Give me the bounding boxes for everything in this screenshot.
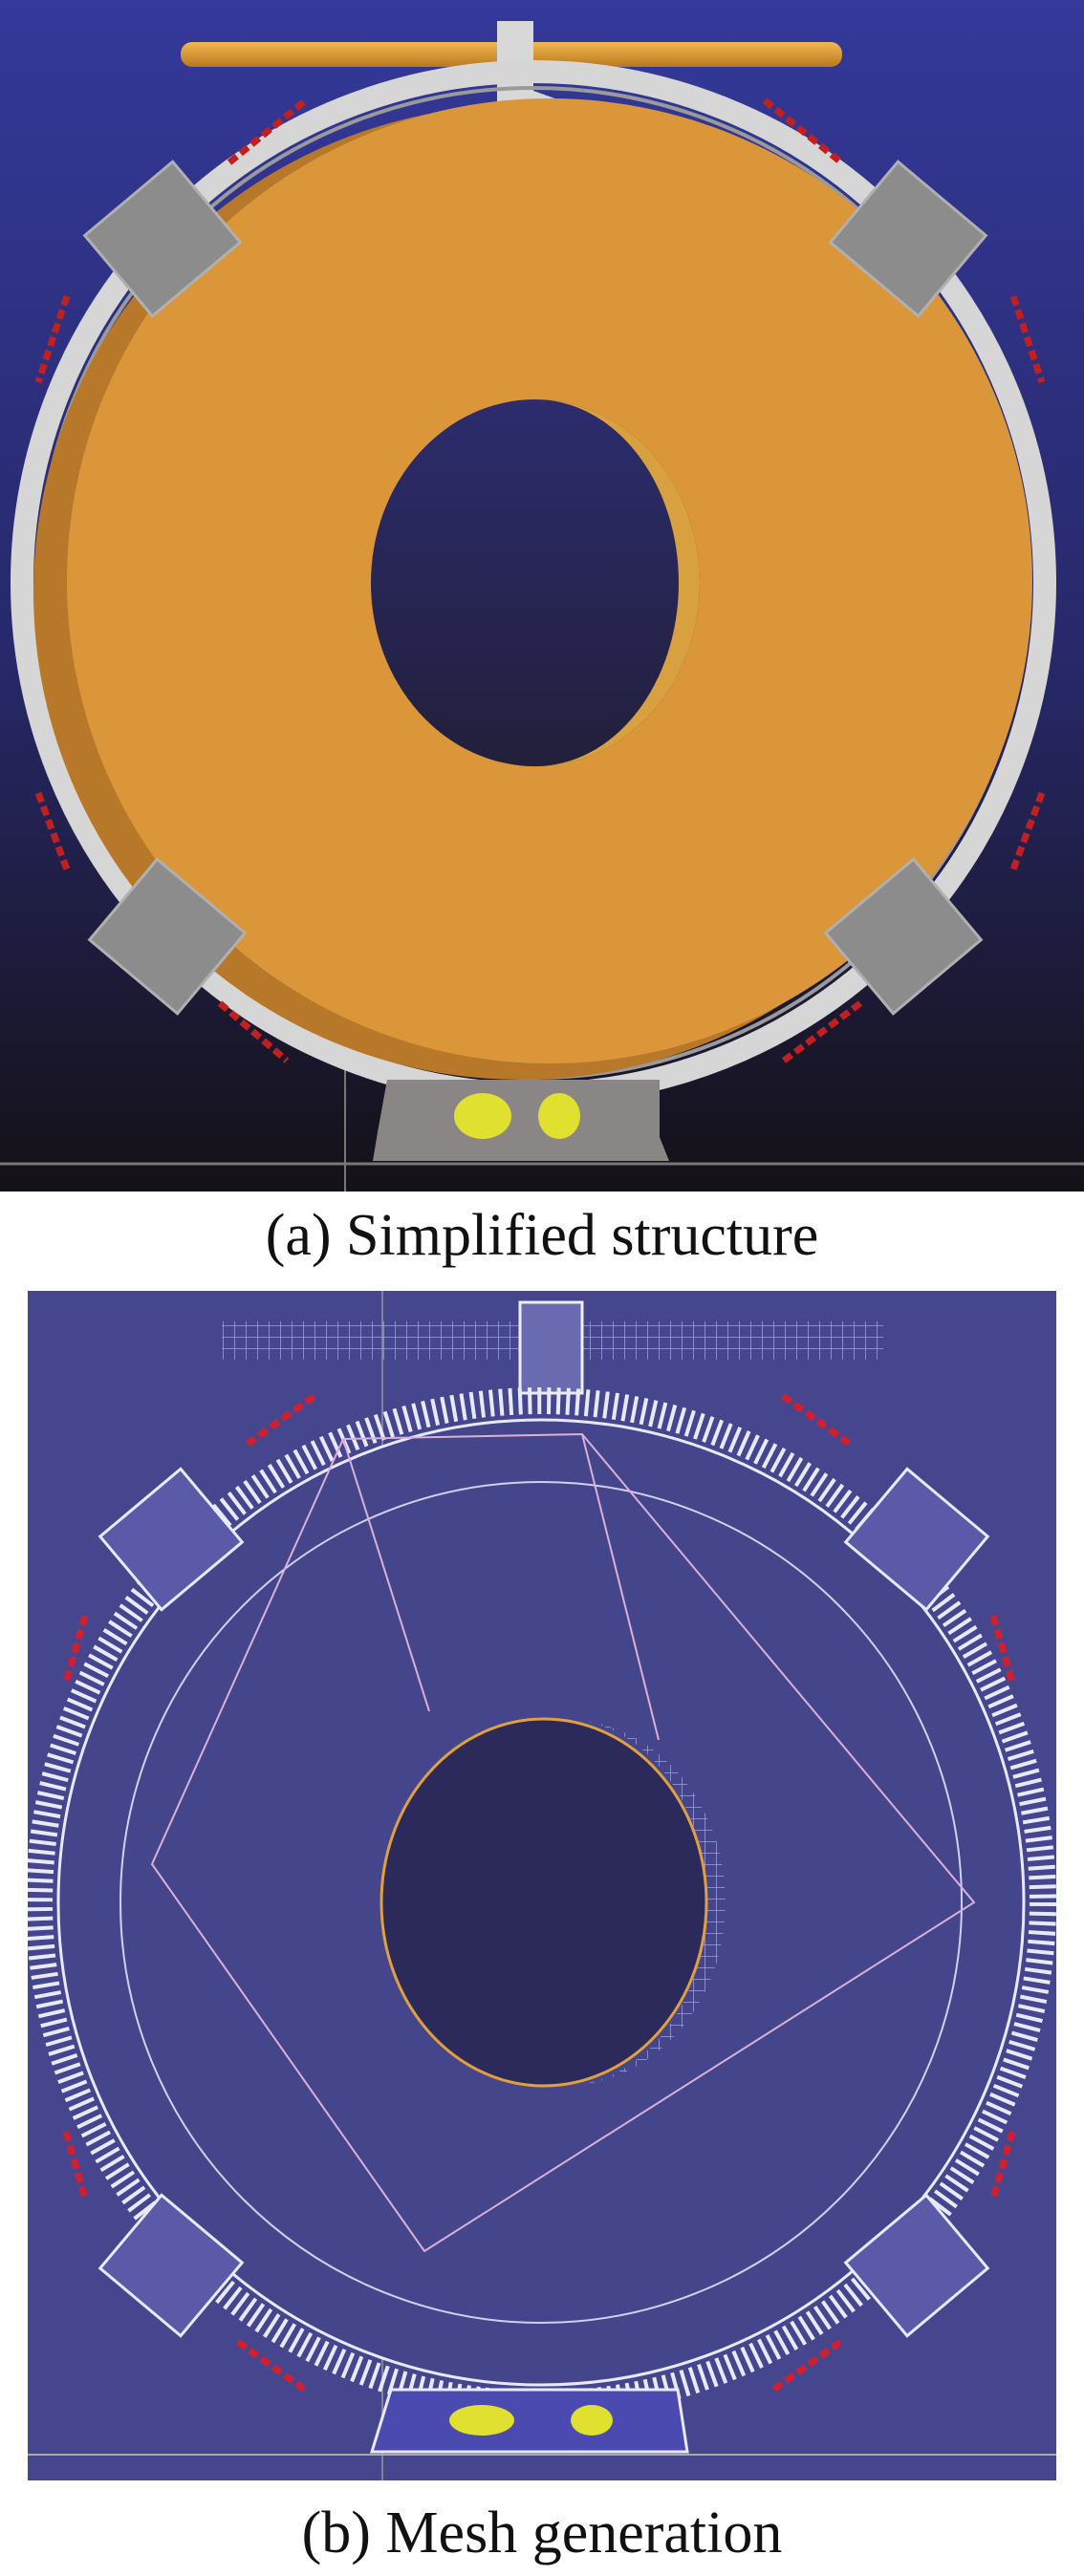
base-support [373, 1080, 669, 1161]
clamp-block [828, 160, 988, 318]
meshed-clamp-block [98, 2193, 245, 2338]
mesh-generation-render [26, 1291, 1056, 2480]
meshed-center-hole [379, 1717, 708, 2088]
meshed-clamp-block [98, 1467, 245, 1612]
meshed-base-support [369, 2388, 689, 2454]
meshed-ring [26, 1387, 1056, 2417]
clamp-block [87, 857, 248, 1016]
center-hole [371, 399, 700, 766]
simplified-structure-render [0, 0, 1084, 1191]
caption-simplified-structure: (a) Simplified structure [265, 1203, 819, 1268]
clamp-block [823, 857, 984, 1016]
meshed-clamp-block [843, 1467, 990, 1612]
clamp-block [82, 160, 243, 318]
meshed-clamp-block [843, 2193, 990, 2338]
caption-mesh-generation: (b) Mesh generation [301, 2501, 783, 2565]
